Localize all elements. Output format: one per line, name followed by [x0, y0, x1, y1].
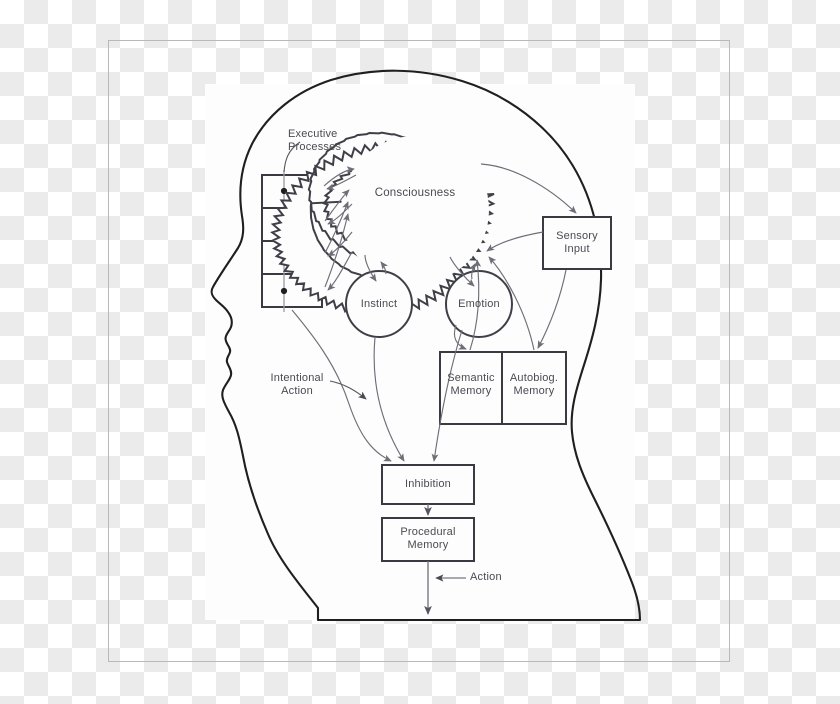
autobiog-memory-box[interactable]: [501, 351, 567, 425]
edge-consciousness-to-exec2: [327, 203, 353, 225]
edge-instinct-to-inhibition: [373, 336, 405, 462]
edge-consciousness-to-exec3: [327, 231, 353, 257]
procedural-memory-box[interactable]: [381, 517, 475, 562]
edge-consciousness-to-exec1: [326, 174, 357, 191]
emotion-circle[interactable]: [445, 270, 513, 338]
sensory-input-box[interactable]: [542, 216, 612, 270]
edge-consciousness-to-exec4: [327, 251, 353, 291]
intentional-action-leader: [329, 380, 367, 400]
edge-consciousness-to-instinct: [364, 254, 377, 282]
edge-consciousness-to-emotion: [449, 256, 475, 287]
edge-semantic-to-consciousness: [469, 259, 482, 351]
edge-emotion-to-semantic: [453, 324, 467, 350]
edge-emotion-to-consciousness: [468, 263, 476, 280]
edge-consciousness-to-sensory-input: [480, 163, 577, 214]
consciousness-inner-fill: [341, 136, 489, 284]
edge-exec2-to-consciousness: [324, 189, 350, 222]
edge-instinct-to-consciousness: [380, 261, 389, 275]
semantic-memory-box[interactable]: [439, 351, 503, 425]
consciousness-node[interactable]: [270, 131, 496, 319]
executive-dot-4: [280, 287, 288, 295]
edge-exec-to-inhibition: [291, 309, 392, 462]
edge-sensory-input-to-consciousness: [486, 231, 544, 252]
executive-processes-leader: [283, 141, 301, 173]
head-outline: [210, 69, 642, 622]
edge-emotion-to-inhibition: [431, 329, 463, 462]
edge-exec3-to-consciousness: [324, 201, 349, 254]
edge-exec1-to-consciousness: [323, 166, 355, 187]
edge-autobiog-to-consciousness: [488, 256, 535, 351]
edge-exec4-to-consciousness: [324, 213, 350, 288]
instinct-circle[interactable]: [345, 270, 413, 338]
edge-sensory-input-to-autobiog: [537, 269, 567, 349]
inhibition-box[interactable]: [381, 464, 475, 505]
